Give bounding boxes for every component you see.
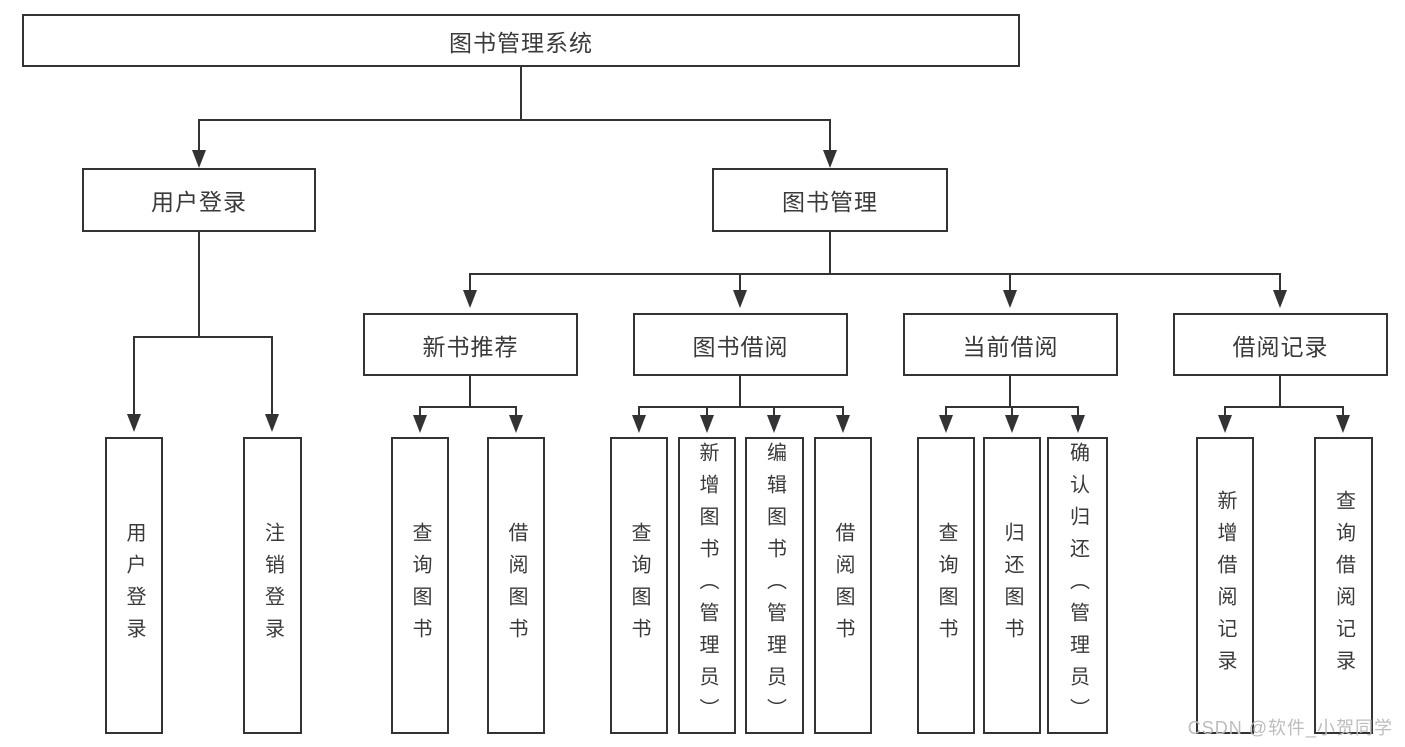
arrowhead-to-current-borrow — [1003, 290, 1017, 308]
edge-book-mgmt-stem-3 — [1009, 273, 1011, 292]
edge-book-mgmt-bar — [469, 273, 1281, 275]
edge-bb-stem-1 — [638, 406, 640, 417]
edge-nbr-trunk — [469, 376, 471, 406]
node-leaf-nbr-borrow-books: 借阅图书 — [487, 437, 545, 734]
edge-br-stem-1 — [1224, 406, 1226, 417]
edge-nbr-stem-2 — [515, 406, 517, 417]
arrowhead-to-logout — [265, 414, 279, 432]
arrowhead-to-book-borrow — [733, 290, 747, 308]
arrowhead-cb-confirm — [1071, 415, 1085, 433]
node-leaf-user-login: 用户登录 — [105, 437, 163, 734]
edge-book-mgmt-trunk — [829, 232, 831, 273]
arrowhead-nbr-query — [413, 415, 427, 433]
edge-bb-trunk — [739, 376, 741, 406]
watermark: CSDN @软件_小贺同学 — [1187, 718, 1393, 738]
node-leaf-cb-return-books: 归还图书 — [983, 437, 1041, 734]
edge-root-stem-right — [829, 119, 831, 152]
arrowhead-bb-borrow — [836, 415, 850, 433]
arrowhead-br-add — [1218, 415, 1232, 433]
node-leaf-bb-query-books: 查询图书 — [610, 437, 668, 734]
edge-nbr-bar — [419, 406, 517, 408]
node-leaf-bb-add-books-admin: 新增图书（管理员） — [678, 437, 736, 734]
arrowhead-br-query — [1336, 415, 1350, 433]
node-leaf-logout: 注销登录 — [243, 437, 302, 734]
node-library-management-system: 图书管理系统 — [22, 14, 1020, 67]
arrowhead-cb-return — [1005, 415, 1019, 433]
arrowhead-bb-query — [632, 415, 646, 433]
node-leaf-cb-confirm-return-admin: 确认归还（管理员） — [1047, 437, 1108, 734]
arrowhead-to-book-management — [823, 150, 837, 168]
edge-cb-trunk — [1009, 376, 1011, 406]
node-leaf-br-query-record: 查询借阅记录 — [1314, 437, 1373, 734]
node-new-book-recommendation: 新书推荐 — [363, 313, 578, 376]
edge-br-trunk — [1279, 376, 1281, 406]
edge-nbr-stem-1 — [419, 406, 421, 417]
node-user-login: 用户登录 — [82, 168, 316, 232]
edge-book-mgmt-stem-1 — [469, 273, 471, 292]
edge-root-stem-left — [198, 119, 200, 152]
edge-bb-stem-2 — [706, 406, 708, 417]
arrowhead-bb-edit — [767, 415, 781, 433]
edge-bb-bar — [638, 406, 844, 408]
edge-root-bar — [198, 119, 831, 121]
node-book-management: 图书管理 — [712, 168, 948, 232]
edge-user-login-bar — [133, 336, 273, 338]
node-borrowing-records: 借阅记录 — [1173, 313, 1388, 376]
edge-book-mgmt-stem-2 — [739, 273, 741, 292]
arrowhead-nbr-borrow — [509, 415, 523, 433]
edge-user-login-trunk — [198, 232, 200, 336]
node-leaf-br-add-record: 新增借阅记录 — [1196, 437, 1254, 734]
arrowhead-bb-add — [700, 415, 714, 433]
edge-cb-stem-2 — [1011, 406, 1013, 417]
arrowhead-to-new-book-rec — [463, 290, 477, 308]
edge-root-trunk — [520, 67, 522, 119]
edge-cb-stem-1 — [945, 406, 947, 417]
edge-user-login-stem-1 — [133, 336, 135, 414]
arrowhead-to-user-login — [192, 150, 206, 168]
edge-book-mgmt-stem-4 — [1279, 273, 1281, 292]
edge-br-bar — [1224, 406, 1344, 408]
node-leaf-bb-borrow-books: 借阅图书 — [814, 437, 872, 734]
edge-bb-stem-3 — [773, 406, 775, 417]
node-current-borrowing: 当前借阅 — [903, 313, 1118, 376]
node-leaf-bb-edit-books-admin: 编辑图书（管理员） — [745, 437, 804, 734]
node-leaf-cb-query-books: 查询图书 — [917, 437, 975, 734]
edge-br-stem-2 — [1342, 406, 1344, 417]
arrowhead-cb-query — [939, 415, 953, 433]
node-book-borrowing: 图书借阅 — [633, 313, 848, 376]
arrowhead-to-user-login-action — [127, 414, 141, 432]
edge-cb-stem-3 — [1077, 406, 1079, 417]
edge-bb-stem-4 — [842, 406, 844, 417]
arrowhead-to-borrow-records — [1273, 290, 1287, 308]
node-leaf-nbr-query-books: 查询图书 — [391, 437, 449, 734]
edge-user-login-stem-2 — [271, 336, 273, 414]
